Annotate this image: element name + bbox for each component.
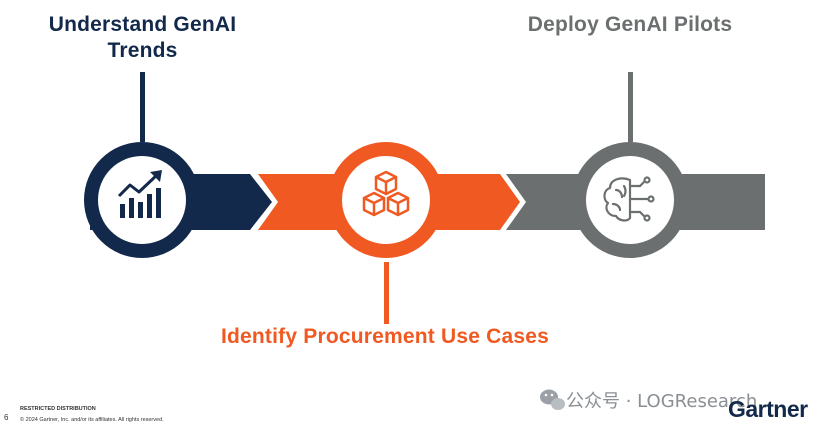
connector-line-3 — [628, 72, 633, 142]
distribution-notice: RESTRICTED DISTRIBUTION — [20, 406, 96, 412]
watermark-text: 公众号 · LOGResearch — [566, 391, 758, 412]
blocks-cubes-icon — [362, 170, 410, 217]
step-circle-2 — [328, 142, 444, 258]
bar-chart-trend-icon — [117, 170, 162, 218]
step-circle-1 — [84, 142, 200, 258]
brain-circuit-icon — [603, 176, 655, 222]
copyright-notice: © 2024 Gartner, Inc. and/or its affiliat… — [20, 417, 164, 423]
step-3-title: Deploy GenAI Pilots — [527, 13, 733, 36]
wechat-icon — [540, 389, 565, 410]
connector-line-1 — [140, 72, 145, 142]
connector-line-2 — [384, 262, 389, 324]
step-1-title: Understand GenAI Trends — [48, 13, 237, 62]
page-number: 6 — [4, 413, 9, 422]
step-2-title: Identify Procurement Use Cases — [220, 325, 550, 348]
brand-logo: Gartner — [728, 396, 808, 422]
